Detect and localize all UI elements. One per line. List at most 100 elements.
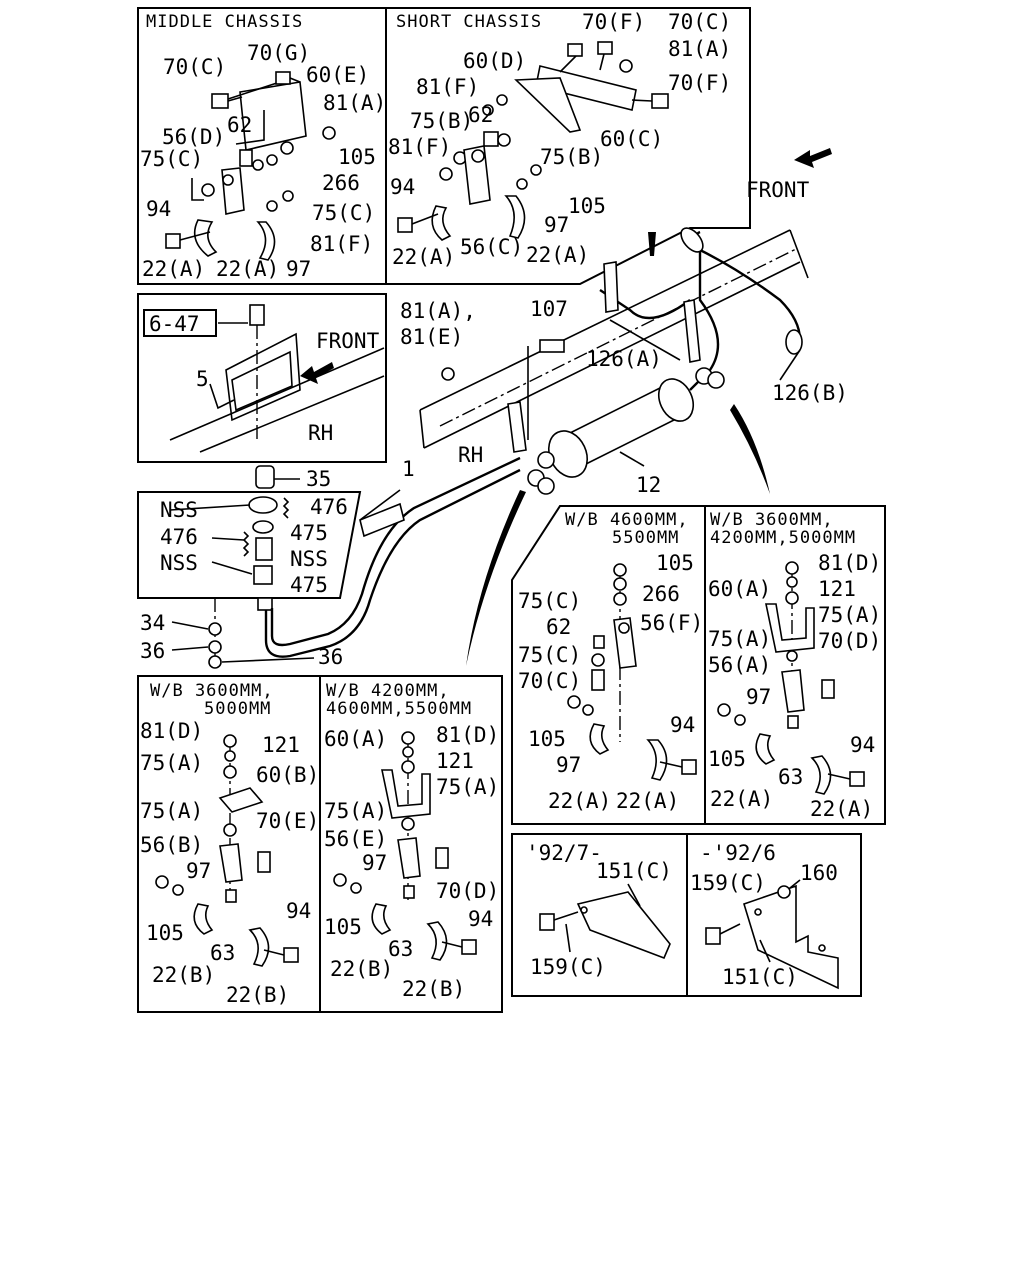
ref-number: 6-47 <box>149 312 200 336</box>
panel-title: 4200MM,5000MM <box>710 528 856 548</box>
callout: 81(A) <box>323 91 386 115</box>
callout: 70(E) <box>256 809 319 833</box>
clamp-icon <box>431 205 452 241</box>
panel-title: '92/7- <box>526 841 602 865</box>
washer-icon <box>208 622 222 636</box>
callout: 81(A) <box>668 37 731 61</box>
nut-icon <box>777 885 791 899</box>
callout: 97 <box>556 753 581 777</box>
nut-icon <box>530 164 542 176</box>
sleeve-icon <box>253 565 273 585</box>
clamp-icon <box>589 723 610 755</box>
callout: 75(A) <box>708 627 771 651</box>
front-pipe <box>264 468 521 658</box>
front-label: FRONT <box>746 178 810 202</box>
callout: 60(C) <box>600 127 663 151</box>
callout: 81(F) <box>388 135 451 159</box>
callout: 22(A) <box>810 797 873 821</box>
callout: 105 <box>528 727 566 751</box>
callout: 56(A) <box>708 653 771 677</box>
callout: 70(G) <box>247 41 310 65</box>
main-assembly: RH 81(A) <box>264 227 848 666</box>
callout: 70(C) <box>163 55 226 79</box>
callout: 266 <box>642 582 680 606</box>
nut-icon <box>785 561 799 575</box>
washer-icon <box>201 183 215 197</box>
panel-title: 5000MM <box>204 699 271 719</box>
callout: 97 <box>286 257 311 281</box>
washer-icon <box>785 591 799 605</box>
sleeve-icon <box>255 537 273 561</box>
callout: 126(A) <box>586 347 662 371</box>
spacer-icon <box>593 635 605 649</box>
clamp-icon <box>256 221 276 261</box>
callout: 105 <box>568 194 606 218</box>
clamp-icon <box>646 739 668 781</box>
callout: 22(B) <box>330 957 393 981</box>
spacer-icon <box>787 715 799 729</box>
callout: 75(C) <box>518 589 581 613</box>
callout: 75(B) <box>540 145 603 169</box>
washer-icon <box>401 760 415 774</box>
spring-icon <box>242 531 250 557</box>
heat-shield <box>359 502 405 538</box>
callout: 60(D) <box>463 49 526 73</box>
callout: 75(B) <box>410 109 473 133</box>
bolt-icon <box>165 231 211 249</box>
panel-title: SHORT CHASSIS <box>396 12 542 32</box>
ref-box <box>143 309 217 337</box>
callout: 22(B) <box>402 977 465 1001</box>
callout: 70(D) <box>818 629 881 653</box>
callout: 81(D) <box>436 723 499 747</box>
washer-icon <box>401 817 415 831</box>
panel-middle-chassis: MIDDLE CHASSIS 70(C) 70(G) 60(E) 81(A) 6… <box>137 7 387 285</box>
callout: NSS <box>160 551 198 575</box>
callout: 60(B) <box>256 763 319 787</box>
nut-icon <box>482 104 494 116</box>
muffler <box>537 378 695 478</box>
callout: 75(C) <box>312 201 375 225</box>
callout: 75(A) <box>324 799 387 823</box>
nut-icon <box>282 190 294 202</box>
bolt-icon <box>249 304 265 326</box>
clamp-icon <box>810 755 832 795</box>
callout: 97 <box>746 685 771 709</box>
callout: 476 <box>160 525 198 549</box>
callout: 75(C) <box>140 147 203 171</box>
callout: 94 <box>670 713 695 737</box>
callout: 159(C) <box>530 955 606 979</box>
nut-icon <box>619 59 633 73</box>
panel-title: 5500MM <box>612 528 679 548</box>
callout: 35 <box>306 467 331 491</box>
callout: 70(D) <box>436 879 499 903</box>
callout: 126(B) <box>772 381 848 405</box>
callout: 63 <box>388 937 413 961</box>
callout: 475 <box>290 573 328 597</box>
bolt-icon <box>539 911 579 931</box>
callout: 60(A) <box>708 577 771 601</box>
callout: 22(A) <box>216 257 279 281</box>
callout: 97 <box>186 859 211 883</box>
bolt-icon <box>559 43 583 73</box>
washer-icon <box>252 159 264 171</box>
callout: 62 <box>227 113 252 137</box>
callout: 75(A) <box>140 799 203 823</box>
callout: 81(F) <box>416 75 479 99</box>
panel-title: -'92/6 <box>700 841 776 865</box>
washer-icon <box>613 592 627 606</box>
panel-date-before: -'92/6 159(C) 160 151(C) <box>686 833 862 997</box>
callout: 107 <box>530 297 568 321</box>
nut-icon <box>208 640 222 654</box>
callout: 105 <box>324 915 362 939</box>
nut-icon <box>333 873 347 887</box>
callout: NSS <box>290 547 328 571</box>
washer-icon <box>350 882 362 894</box>
callout: 121 <box>818 577 856 601</box>
bolt-icon <box>659 759 697 775</box>
panel-title: W/B 4600MM, <box>565 510 689 530</box>
clamp-icon <box>504 195 526 239</box>
clamp-icon <box>426 921 448 961</box>
clamp-icon <box>193 219 218 257</box>
panel-wb-3600-5000: W/B 3600MM, 5000MM 81(D) 121 75(A) 60(B)… <box>137 675 321 1013</box>
washer-icon <box>223 823 237 837</box>
